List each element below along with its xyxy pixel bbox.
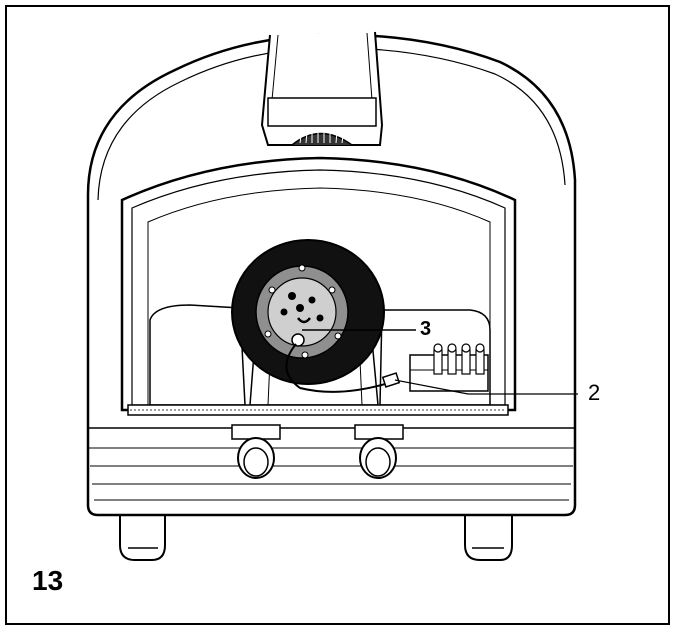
tool-holder [409,343,489,392]
left-control-knob [231,424,281,479]
lower-housing [88,427,575,501]
coolant-hose [285,343,393,393]
top-ridge [260,31,384,146]
callout-2-leader [394,379,469,395]
callout-2-label: 2 [588,380,600,405]
machine-feet [119,504,513,561]
grinding-disc [231,239,385,385]
callout-3-label: 3 [420,318,431,340]
right-control-knob [354,424,404,479]
hose-connector [381,372,401,388]
figure-number: 13 [32,565,63,596]
front-rail [127,404,509,416]
